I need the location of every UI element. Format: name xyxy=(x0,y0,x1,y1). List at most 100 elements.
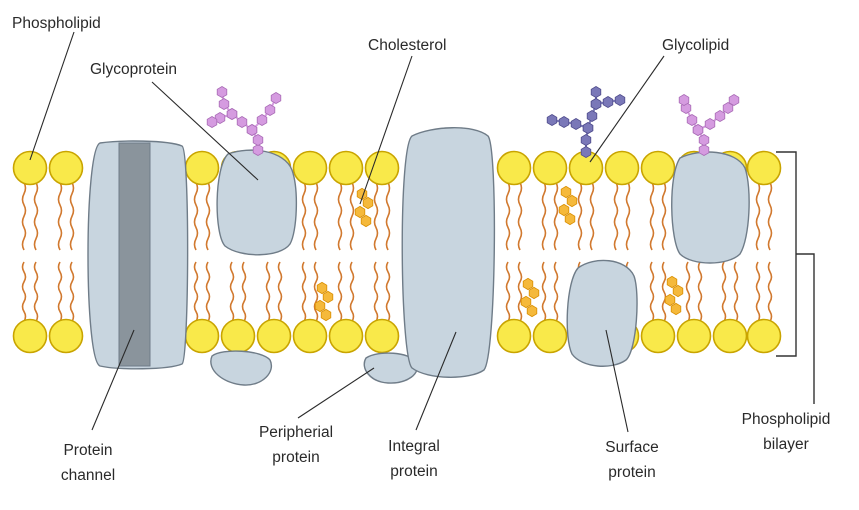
lipid-tail xyxy=(685,261,691,322)
cholesterol-ring xyxy=(522,277,534,291)
integral-protein xyxy=(401,127,496,378)
lipid-tail xyxy=(57,261,63,322)
label-integral-protein-line1: Integral xyxy=(388,438,440,455)
lipid-tail xyxy=(661,261,667,322)
sugar-unit xyxy=(728,94,740,106)
cholesterol-ring xyxy=(558,203,570,217)
sugar-unit xyxy=(686,114,698,126)
lipid-tail xyxy=(767,261,773,322)
sugar-unit xyxy=(582,122,594,134)
sugar-unit xyxy=(270,92,282,104)
lipid-tail xyxy=(553,182,559,251)
lipid-tail xyxy=(373,182,379,251)
carbohydrate-chains xyxy=(206,86,740,158)
lipid-tail xyxy=(21,261,27,322)
peripheral-protein-left xyxy=(210,350,273,386)
phospholipid-head xyxy=(184,318,220,354)
phospholipid-head xyxy=(364,150,400,186)
protein-channel-pore xyxy=(118,142,151,367)
cholesterol-ring xyxy=(672,284,684,298)
cholesterol-ring xyxy=(670,302,682,316)
sugar-unit xyxy=(214,112,226,124)
lipid-tail xyxy=(697,261,703,322)
lipid-tail xyxy=(755,182,761,251)
label-protein-channel-line2: channel xyxy=(61,467,115,484)
sugar-unit xyxy=(698,134,710,146)
leader-cholesterol xyxy=(359,55,413,205)
phospholipid-head xyxy=(532,318,568,354)
lipid-tail xyxy=(337,261,343,322)
lipid-tail xyxy=(385,182,391,251)
lipid-tail xyxy=(265,261,271,322)
lipid-tail xyxy=(205,261,211,322)
label-peripheral-protein-line1: Peripherial xyxy=(259,424,333,441)
leader-integral-protein xyxy=(415,331,457,431)
lipid-tail xyxy=(373,261,379,322)
label-phospholipid-bilayer-line1: Phospholipid xyxy=(742,411,831,428)
leader-lines xyxy=(29,31,665,433)
leader-phospholipid xyxy=(29,31,75,161)
cholesterol-ring xyxy=(322,290,334,304)
phospholipid-head xyxy=(12,318,48,354)
label-glycolipid: Glycolipid xyxy=(662,37,729,54)
lipid-tail xyxy=(721,261,727,322)
label-protein-channel-line1: Protein xyxy=(63,442,112,459)
lipid-tail xyxy=(553,261,559,322)
sugar-unit xyxy=(704,118,716,130)
lipid-tail xyxy=(69,261,75,322)
phospholipid-head xyxy=(746,318,782,354)
lipid-tail xyxy=(57,182,63,251)
cholesterol-ring xyxy=(520,295,532,309)
cholesterol-ring xyxy=(564,212,576,226)
sugar-unit xyxy=(714,110,726,122)
sugar-unit xyxy=(558,116,570,128)
peripheral-protein xyxy=(363,352,418,384)
sugar-unit xyxy=(546,114,558,126)
bilayer-bracket xyxy=(776,151,815,404)
sugar-unit xyxy=(256,114,268,126)
cholesterol-ring xyxy=(528,286,540,300)
sugar-link xyxy=(251,97,277,131)
phospholipid-head xyxy=(364,318,400,354)
lipid-tail xyxy=(313,261,319,322)
cholesterol-ring xyxy=(354,205,366,219)
leader-protein-channel xyxy=(91,329,135,431)
cholesterol-ring xyxy=(316,281,328,295)
cholesterol-ring xyxy=(320,308,332,322)
leader-peripheral-protein xyxy=(297,367,375,419)
sugar-unit xyxy=(602,96,614,108)
lipid-tail xyxy=(241,261,247,322)
sugar-link xyxy=(551,119,589,129)
lipid-tail xyxy=(625,182,631,251)
lipid-tail xyxy=(577,182,583,251)
phospholipid-head xyxy=(640,318,676,354)
sugar-unit xyxy=(698,144,710,156)
phospholipid-head xyxy=(604,150,640,186)
sugar-unit xyxy=(590,98,602,110)
lipid-tail xyxy=(589,182,595,251)
label-glycoprotein: Glycoprotein xyxy=(90,61,177,78)
sugar-unit xyxy=(614,94,626,106)
phospholipid-head xyxy=(712,318,748,354)
lipid-tail xyxy=(541,182,547,251)
phospholipid-head xyxy=(532,150,568,186)
label-peripheral-protein-line2: protein xyxy=(272,449,319,466)
sugar-unit xyxy=(570,118,582,130)
label-integral-protein-line2: protein xyxy=(390,463,437,480)
cholesterol-ring xyxy=(666,275,678,289)
lipid-tail xyxy=(229,261,235,322)
cholesterol-ring xyxy=(560,185,572,199)
sugar-unit xyxy=(678,94,690,106)
phospholipid-head xyxy=(292,150,328,186)
lipid-tail xyxy=(21,182,27,251)
sugar-unit xyxy=(226,108,238,120)
lipid-tail xyxy=(301,261,307,322)
lipid-tail xyxy=(33,182,39,251)
cholesterol-molecules xyxy=(314,185,684,322)
cholesterol-ring xyxy=(566,194,578,208)
sugar-unit xyxy=(692,124,704,136)
glycoprotein-body xyxy=(216,149,298,256)
lipid-tail xyxy=(349,182,355,251)
lipid-tail xyxy=(33,261,39,322)
phospholipid-head xyxy=(220,318,256,354)
